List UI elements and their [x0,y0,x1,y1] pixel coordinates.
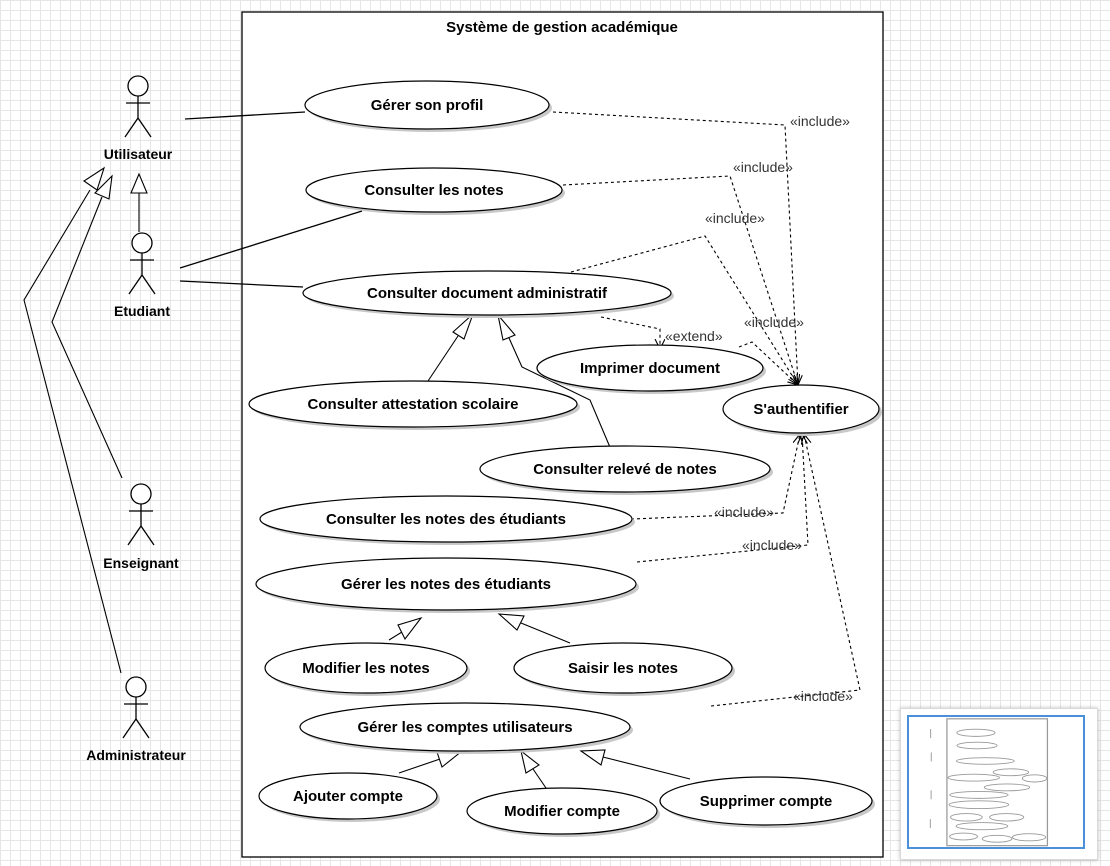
use-case-label: Consulter les notes des étudiants [326,511,566,528]
actor-label: Etudiant [114,303,170,319]
use-case-label: Consulter les notes [364,182,503,199]
use-case-label: Imprimer document [580,360,720,377]
use-case-label: Modifier compte [504,803,620,820]
use-case-label: Consulter document administratif [367,285,608,302]
include-label: «include» [705,210,765,226]
use-case-label: Consulter attestation scolaire [308,396,519,413]
include-label: «include» [744,314,804,330]
use-case-consulter-notes-etudiants[interactable]: Consulter les notes des étudiants [259,495,635,545]
stereotype-labels: «include» «include» «include» «extend» «… [665,113,853,704]
use-case-label: Supprimer compte [700,793,833,810]
use-case-imprimer-document[interactable]: Imprimer document [536,344,766,394]
actor-generalizations [23,166,148,674]
actor-etudiant[interactable]: Etudiant [114,232,170,319]
use-case-ajouter-compte[interactable]: Ajouter compte [258,772,440,822]
associations [179,111,363,288]
use-case-gerer-notes-etudiants[interactable]: Gérer les notes des étudiants [255,557,639,613]
stick-figure-icon [128,232,156,295]
include-label: «include» [733,159,793,175]
use-case-label: S'authentifier [753,401,848,418]
outline-minimap[interactable] [900,708,1098,860]
use-case-consulter-document[interactable]: Consulter document administratif [302,270,674,318]
use-case-label: Saisir les notes [568,660,678,677]
use-case-gerer-profil[interactable]: Gérer son profil [304,80,552,132]
use-case-label: Consulter relevé de notes [533,461,716,478]
minimap-preview [929,718,1049,847]
usecase-generalizations [388,313,691,789]
actor-label: Enseignant [103,555,179,571]
use-case-sauthentifier[interactable]: S'authentifier [722,384,882,436]
actor-utilisateur[interactable]: Utilisateur [104,75,173,162]
use-case-consulter-attestation[interactable]: Consulter attestation scolaire [248,380,580,430]
use-case-modifier-compte[interactable]: Modifier compte [466,787,660,837]
use-case-label: Gérer les comptes utilisateurs [357,719,572,736]
system-title: Système de gestion académique [446,19,678,36]
use-case-label: Modifier les notes [302,660,430,677]
use-case-modifier-notes[interactable]: Modifier les notes [264,642,470,696]
use-case-label: Gérer les notes des étudiants [341,576,551,593]
include-label: «include» [790,113,850,129]
include-label: «include» [714,504,774,520]
use-case-gerer-comptes[interactable]: Gérer les comptes utilisateurs [299,702,633,754]
use-case-consulter-releve[interactable]: Consulter relevé de notes [479,445,773,495]
stick-figure-icon [124,75,152,138]
use-case-consulter-notes[interactable]: Consulter les notes [305,167,565,215]
extend-label: «extend» [665,328,723,344]
use-case-saisir-notes[interactable]: Saisir les notes [513,642,735,696]
minimap-viewport[interactable] [907,715,1085,849]
actor-administrateur[interactable]: Administrateur [86,676,186,763]
actor-label: Utilisateur [104,146,173,162]
stick-figure-icon [122,676,150,739]
use-case-supprimer-compte[interactable]: Supprimer compte [659,776,875,828]
dependencies [552,111,861,707]
include-label: «include» [742,537,802,553]
use-case-label: Gérer son profil [371,97,484,114]
stick-figure-icon [127,483,155,546]
actor-label: Administrateur [86,747,186,763]
use-case-label: Ajouter compte [293,788,403,805]
include-label: «include» [793,688,853,704]
actor-enseignant[interactable]: Enseignant [103,483,179,571]
